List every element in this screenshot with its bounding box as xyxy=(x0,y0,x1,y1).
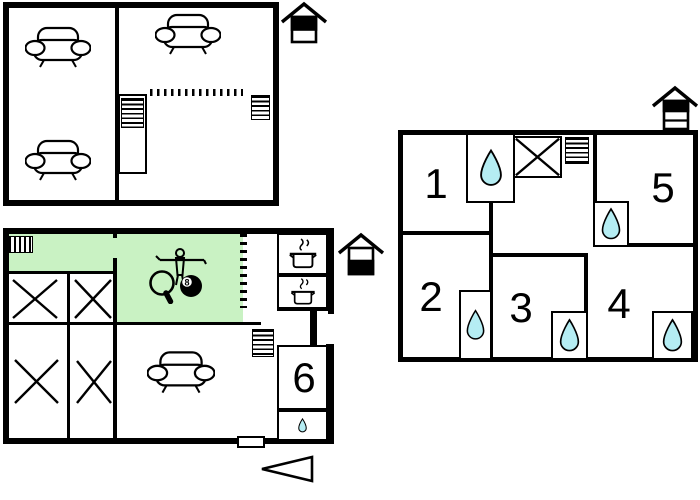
sofa-icon xyxy=(155,13,221,55)
table-tennis-paddle-icon xyxy=(149,270,175,304)
wall-segment xyxy=(113,228,117,238)
radiator-icon xyxy=(8,236,33,253)
cross-box xyxy=(513,136,562,178)
ground-floor-plan: 8 xyxy=(0,220,400,500)
wall-segment xyxy=(593,130,597,203)
wall-segment xyxy=(3,228,9,444)
bathroom-box-room2 xyxy=(459,290,492,360)
house-level-indicator-icon xyxy=(337,232,385,276)
wall-segment xyxy=(310,308,317,348)
sofa-icon xyxy=(25,139,91,181)
water-drop-icon xyxy=(479,148,502,186)
bathroom-box-room5 xyxy=(593,201,629,247)
bunk-bed-cross-icon xyxy=(76,360,112,404)
wall-segment xyxy=(67,271,70,441)
room-label-5: 5 xyxy=(651,164,675,211)
kitchen-unit-box xyxy=(277,233,328,275)
wall-segment xyxy=(113,258,117,273)
bathroom-box-room4 xyxy=(652,311,693,360)
eight-ball-number: 8 xyxy=(184,277,189,287)
wall-segment xyxy=(584,253,588,362)
bunk-bed-cross-icon xyxy=(14,359,59,404)
wall-segment xyxy=(398,357,698,362)
room-6-box xyxy=(277,345,328,410)
billiard-8-ball-icon: 8 xyxy=(180,275,202,297)
wall-segment xyxy=(3,200,279,206)
water-drop-icon xyxy=(298,418,307,433)
cross-box-icon xyxy=(515,138,560,176)
bathroom-box-room3 xyxy=(551,311,588,360)
radiator-icon xyxy=(251,95,270,120)
wall-segment xyxy=(398,130,403,362)
radiator-icon xyxy=(252,329,274,357)
wall-segment xyxy=(3,271,117,274)
carport-arrow-icon xyxy=(261,455,314,483)
room-label-4: 4 xyxy=(607,280,631,327)
wall-segment xyxy=(3,2,9,206)
wall-segment xyxy=(113,271,117,441)
upper-floor-plan xyxy=(0,0,340,220)
bunk-bed-cross-icon xyxy=(12,279,58,319)
wall-segment xyxy=(3,228,334,234)
wall-segment xyxy=(398,231,492,235)
wall-segment xyxy=(328,228,334,314)
sofa-icon xyxy=(25,26,91,68)
wall-segment xyxy=(489,253,587,257)
house-level-indicator-icon xyxy=(280,1,328,44)
wall-segment xyxy=(326,344,334,444)
wall-segment xyxy=(3,322,261,325)
bedroom-floor-plan: 1 2 3 4 5 xyxy=(390,80,700,370)
room-label-6: 6 xyxy=(292,354,316,401)
wall-segment xyxy=(489,201,493,362)
kitchen-unit-box xyxy=(277,275,328,309)
stove-pot-icon xyxy=(288,238,317,269)
stove-pot-icon xyxy=(290,278,315,305)
door-opening xyxy=(237,436,265,448)
water-drop-icon xyxy=(466,309,485,340)
wall-segment xyxy=(3,2,279,8)
wall-segment xyxy=(398,130,698,135)
room-label-3: 3 xyxy=(509,284,533,331)
railing-dotted-line xyxy=(240,234,247,308)
shower-box xyxy=(277,410,328,441)
wall-segment xyxy=(3,438,334,444)
wall-segment xyxy=(273,2,279,206)
room-label-2: 2 xyxy=(419,273,443,320)
sofa-icon xyxy=(147,351,215,394)
railing-dotted-line xyxy=(150,89,243,96)
game-room-icons: 8 xyxy=(149,248,207,304)
staircase-icon xyxy=(565,137,589,164)
water-drop-icon xyxy=(662,318,683,352)
wall-segment xyxy=(626,243,698,247)
water-drop-icon xyxy=(559,318,580,352)
bunk-bed-cross-icon xyxy=(74,279,112,319)
staircase-icon xyxy=(121,98,144,128)
house-level-indicator-icon xyxy=(651,85,699,131)
room-label-1: 1 xyxy=(424,160,448,207)
water-drop-icon xyxy=(601,207,621,240)
wall-segment xyxy=(115,2,119,204)
bathroom-box-room1 xyxy=(466,133,515,203)
